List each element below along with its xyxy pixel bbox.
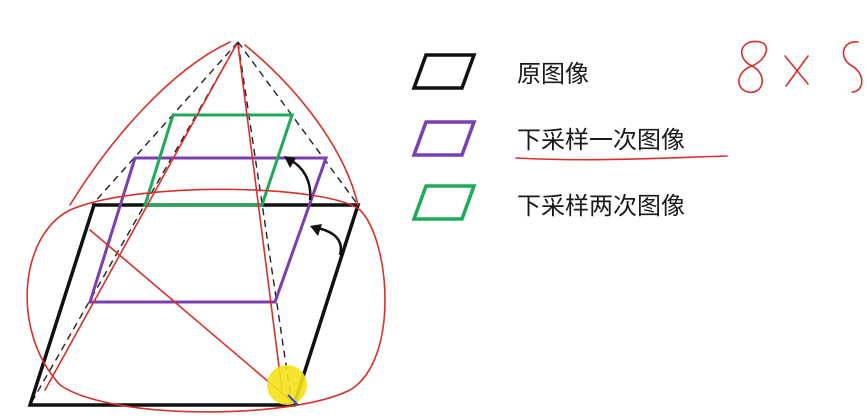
cursor-highlight	[267, 365, 307, 405]
arrow-head-lower	[310, 224, 322, 236]
legend-swatch-downsample-twice	[411, 184, 477, 221]
red-annotations	[26, 40, 863, 413]
annotation-ellipse-base	[26, 188, 386, 413]
dashed-edge-right-front	[237, 41, 293, 406]
annotation-x-1	[784, 55, 809, 85]
legend-label-original: 原图像	[517, 60, 589, 88]
legend-swatch-original	[411, 53, 477, 90]
arrow-curve-lower	[317, 226, 343, 256]
legend-swatch-downsample-once	[411, 120, 477, 157]
annotation-x-2	[785, 55, 809, 87]
annotation-eight-1	[738, 40, 768, 93]
annotation-cone-left	[69, 41, 231, 206]
downsample-twice-plane	[142, 113, 295, 207]
dashed-edge-left-back	[91, 41, 239, 206]
legend-label-downsample-once: 下采样一次图像	[517, 126, 685, 154]
dashed-edge-left-front	[29, 41, 239, 406]
legend-label-downsample-twice: 下采样两次图像	[517, 192, 685, 220]
annotation-diagonal-base	[89, 229, 291, 401]
pyramid-dashed-edges	[29, 41, 359, 406]
annotation-cone-right	[244, 44, 359, 206]
dashed-edge-right-back	[237, 41, 359, 206]
highlight-edge-blue	[287, 394, 299, 406]
original-image-plane	[27, 203, 361, 407]
arrows	[284, 156, 343, 256]
arrow-head-upper	[284, 156, 296, 168]
legend: 原图像 下采样一次图像 下采样两次图像	[411, 53, 685, 221]
annotation-eight-2	[842, 41, 863, 93]
annotation-line-apex-bottom	[237, 44, 283, 391]
annotation-underline	[515, 155, 728, 161]
annotation-line-apex-left	[44, 44, 237, 391]
downsample-once-plane	[87, 156, 329, 304]
